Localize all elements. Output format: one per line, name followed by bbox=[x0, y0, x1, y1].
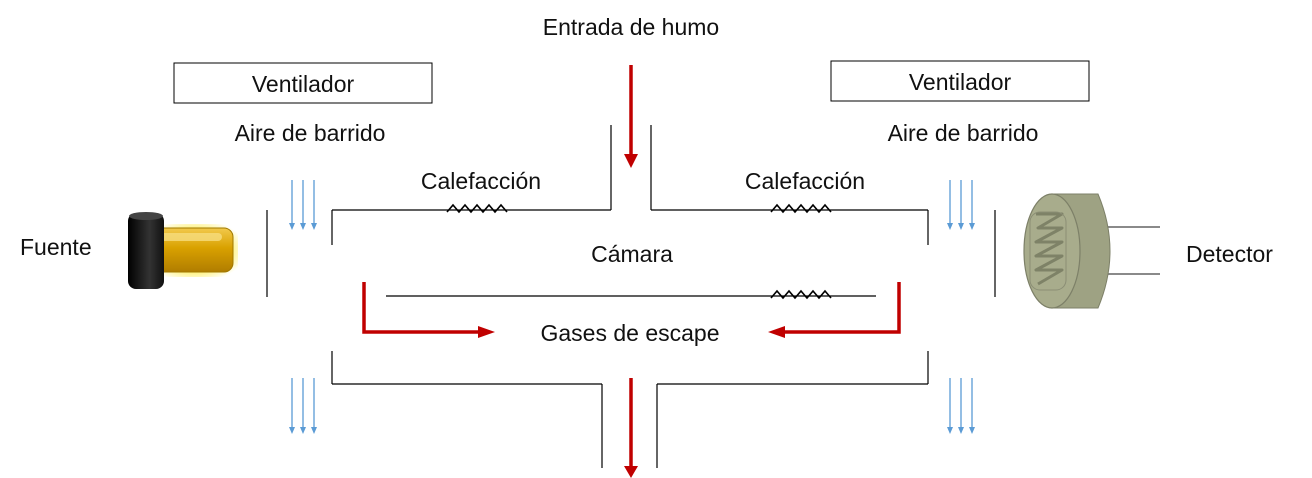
exhaust-arrow-right bbox=[783, 282, 901, 334]
exhaust-arrow-left bbox=[362, 282, 480, 334]
inlet-arrow-head-icon bbox=[624, 154, 638, 168]
air-arrows-top-left bbox=[291, 180, 315, 224]
source-label: Fuente bbox=[20, 234, 92, 260]
detector-label: Detector bbox=[1186, 241, 1273, 267]
smoke-inlet-label: Entrada de humo bbox=[543, 14, 719, 40]
detector-photocell-icon bbox=[1023, 193, 1160, 309]
air-arrows-top-right bbox=[949, 180, 973, 224]
purge-air-right-label: Aire de barrido bbox=[888, 120, 1039, 146]
chamber-label: Cámara bbox=[591, 241, 673, 267]
fan-left-label: Ventilador bbox=[252, 71, 355, 97]
smoke-flow-arrows bbox=[362, 65, 901, 468]
exhaust-right-arrow-head-icon bbox=[768, 326, 785, 338]
heater-right-icon bbox=[770, 203, 832, 214]
fan-right: Ventilador bbox=[830, 60, 1090, 102]
heater-baffle-icon bbox=[770, 289, 832, 300]
purge-air-left-label: Aire de barrido bbox=[235, 120, 386, 146]
fan-left: Ventilador bbox=[173, 62, 433, 104]
air-arrows-bottom-left bbox=[291, 378, 315, 428]
heating-left-label: Calefacción bbox=[421, 168, 541, 194]
outlet-arrow-head-icon bbox=[624, 466, 638, 478]
source-lamp-icon bbox=[128, 212, 238, 289]
heating-right-label: Calefacción bbox=[745, 168, 865, 194]
exhaust-label: Gases de escape bbox=[540, 320, 719, 346]
exhaust-left-arrow-head-icon bbox=[478, 326, 495, 338]
air-arrows-bottom-right bbox=[949, 378, 973, 428]
chamber-walls bbox=[266, 125, 996, 468]
heater-left-icon bbox=[446, 203, 508, 214]
fan-right-label: Ventilador bbox=[909, 69, 1012, 95]
